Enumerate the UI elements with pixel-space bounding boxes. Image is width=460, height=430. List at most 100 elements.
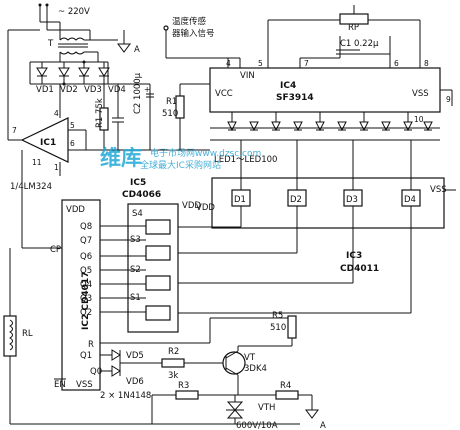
ic4-pin7: 7 [304, 59, 309, 68]
rp-label: RP [348, 23, 359, 33]
ic2-r: R [88, 340, 94, 350]
r5-name: R5 [272, 311, 283, 321]
label-VD2: VD2 [60, 85, 78, 95]
led-8 [381, 121, 391, 132]
ic3-chip: VDD VSS D1 D2 D3 D4 IC3 CD4011 [196, 140, 456, 274]
ic3-vss: VSS [430, 185, 447, 195]
ac-supply: ~ 220V [38, 3, 90, 40]
ic4-pin6: 6 [394, 59, 399, 68]
ground-label-top: A [134, 45, 140, 55]
c2-label: C2 1000μ [133, 72, 143, 114]
sensor-label-2: 器输入信号 [172, 28, 215, 39]
resistor-R4: R4 [238, 381, 312, 400]
r3-name: R3 [178, 381, 189, 391]
ic3-name: IC3 [346, 251, 362, 261]
transformer-label: T [47, 39, 54, 49]
gate-D2-label: D2 [290, 195, 302, 205]
r4-name: R4 [280, 381, 291, 391]
sensor-input: 温度传感 器输入信号 [163, 16, 241, 68]
led-6 [337, 121, 347, 132]
ic4-part: SF3914 [276, 93, 314, 103]
ic4-vss: VSS [412, 89, 429, 99]
diode-VD4: VD4 [98, 62, 126, 95]
rp-c1-network: RP C1 0.22μ [267, 5, 421, 68]
relay-RL: RL [3, 248, 153, 425]
label-VD4: VD4 [108, 85, 126, 95]
resistor-R3: R3 [152, 381, 239, 400]
switch-S4-label: S4 [132, 209, 143, 219]
diode-VD6: VD6 [111, 365, 144, 387]
resistor-R2: R2 3k [120, 347, 226, 381]
ic2-en: EN [54, 380, 66, 390]
ic1-pin5: 5 [70, 121, 75, 130]
ic2-q5: Q5 [80, 266, 92, 276]
ic2-vdd: VDD [66, 205, 85, 215]
watermark-main: 维库 [100, 146, 142, 170]
gate-D1: D1 [231, 189, 251, 207]
r2-value: 3k [168, 371, 178, 381]
ground-symbol-A-top: A [90, 30, 140, 55]
ground-label-bottom: A [320, 421, 326, 430]
c2-plus: + [144, 85, 150, 94]
ic4-vcc: VCC [215, 89, 233, 99]
ic5-name: IC5 [130, 178, 146, 188]
ic2-q1: Q1 [80, 351, 92, 361]
ic1-label: IC1 [40, 138, 56, 148]
ic1-pin7: 7 [12, 126, 17, 135]
ic4-vin: VIN [240, 71, 255, 81]
supply-label: ~ 220V [58, 7, 90, 17]
vd6-label: VD6 [126, 377, 144, 387]
vd5-label: VD5 [126, 351, 144, 361]
led-5 [315, 121, 325, 132]
led-7 [359, 121, 369, 132]
diode-VD1: VD1 [36, 62, 54, 95]
ic2-chip: VDD VSS CP EN R IC2 CD4017 Q8 Q7 Q6 Q5 Q… [21, 162, 210, 391]
ic1-pin11: 11 [32, 158, 42, 167]
led-4 [293, 121, 303, 132]
ic2-cp: CP [50, 245, 61, 255]
watermark-url: www.dzsc.com [195, 149, 261, 159]
r1-label: R1 75k [95, 98, 105, 128]
thyristor-VTH: VTH 600V/10A A [152, 395, 326, 430]
ic1-pin4: 4 [54, 109, 59, 118]
ic1-opamp: IC1 7 6 4 5 1 11 1/4LM324 [7, 29, 87, 192]
vt-part: 3DK4 [244, 364, 267, 374]
watermark-sub2: 全球最大IC采购网站 [140, 159, 221, 171]
ic2-q3: Q3 [80, 294, 92, 304]
ic1-pin6: 6 [70, 139, 75, 148]
diode-VD5: VD5 [111, 349, 144, 361]
capacitor-C2: C2 1000μ + [108, 72, 154, 150]
ic1-pin1: 1 [54, 163, 59, 172]
r5-value: 510 [270, 323, 286, 333]
ic2-q2: Q2 [80, 308, 92, 318]
ic4-chip: VIN IC4 SF3914 VCC VSS 5 4 7 6 8 9 10 [209, 58, 453, 124]
ic2-vss: VSS [76, 380, 93, 390]
label-VD3: VD3 [84, 85, 102, 95]
led-1 [227, 121, 237, 132]
ic5-vdd: VDD [182, 201, 201, 211]
led-10 [423, 121, 433, 132]
ic2-q8: Q8 [80, 222, 92, 232]
ic1-part: 1/4LM324 [10, 182, 52, 192]
transistor-VT: VT 3DK4 [222, 345, 292, 385]
vth-name: VTH [258, 403, 275, 413]
led-array: LED1～LED100 [210, 112, 440, 165]
ic4-pin5: 5 [258, 59, 263, 68]
ic5-part: CD4066 [122, 190, 161, 200]
gate-D3: D3 [343, 189, 363, 207]
gate-D1-label: D1 [234, 195, 246, 205]
relay-label: RL [22, 329, 33, 339]
ic2-name: IC2 CD4017 [81, 272, 91, 330]
top-rail: R1 510 [118, 83, 210, 151]
vt-name: VT [244, 353, 256, 363]
watermark: 维库 电子市场网 www.dzsc.com 全球最大IC采购网站 [100, 146, 261, 171]
resistor-R1: R1 75k [86, 84, 118, 151]
r2-name: R2 [168, 347, 179, 357]
ic4-pin9: 9 [446, 95, 451, 104]
sensor-label-1: 温度传感 [172, 16, 207, 27]
diode-VD2: VD2 [58, 62, 78, 95]
resistor-R5: R5 510 [209, 311, 297, 346]
diode-VD3: VD3 [78, 62, 102, 95]
